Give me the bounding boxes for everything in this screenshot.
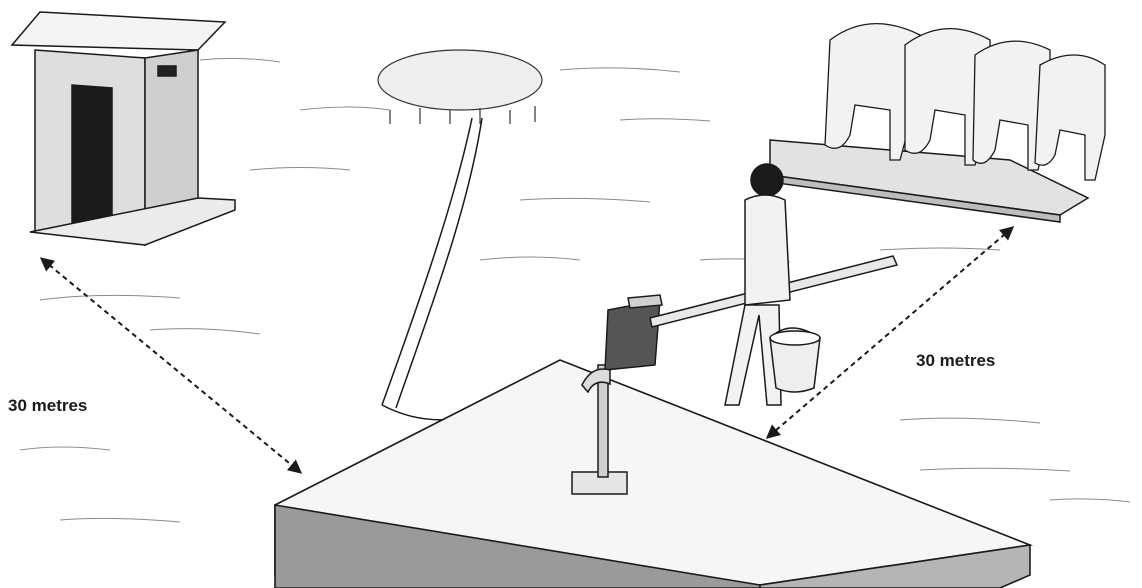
tree bbox=[377, 49, 543, 124]
livestock-distance-label: 30 metres bbox=[916, 351, 996, 370]
drainage-channel bbox=[381, 117, 483, 421]
livestock-trough bbox=[769, 22, 1106, 223]
cattle bbox=[824, 22, 1106, 181]
latrine bbox=[10, 11, 236, 247]
latrine-distance-arrow bbox=[39, 257, 303, 474]
latrine-distance-label: 30 metres bbox=[8, 396, 88, 415]
concrete-apron bbox=[274, 359, 1034, 588]
